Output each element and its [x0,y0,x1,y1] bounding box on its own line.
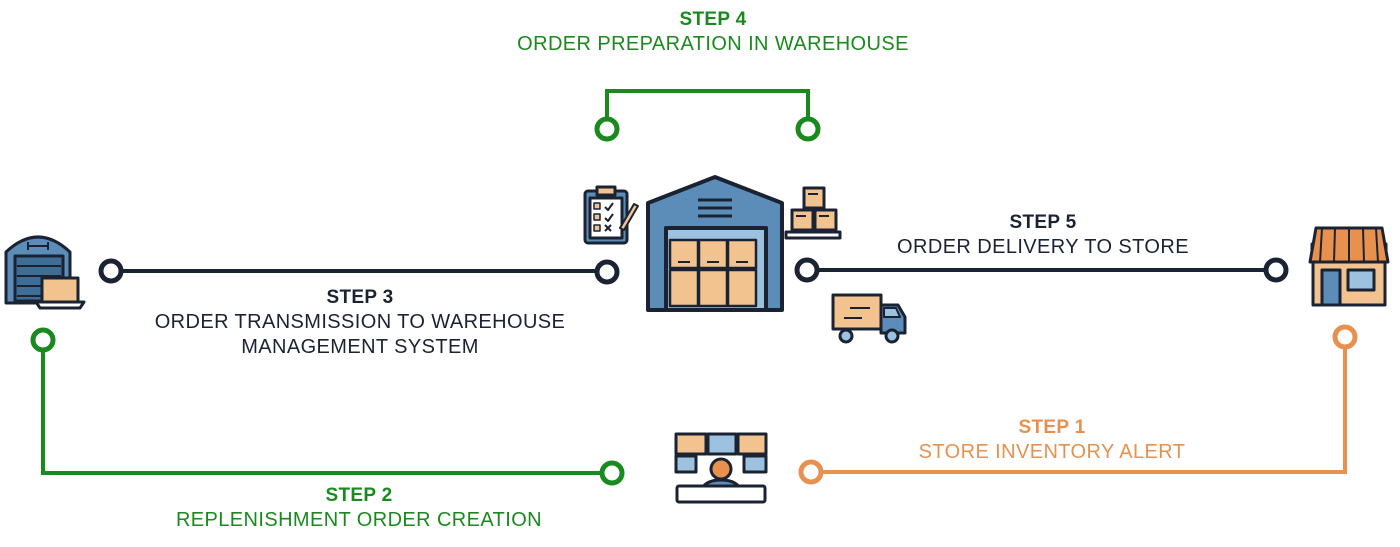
store-icon [1308,226,1390,307]
node-step3-right [594,259,620,285]
step3-label: STEP 3 ORDER TRANSMISSION TO WAREHOUSE M… [110,286,610,360]
step2-description: REPLENISHMENT ORDER CREATION [175,508,543,531]
node-step5-right [1263,257,1289,283]
warehouse-icon [646,175,784,312]
step5-title: STEP 5 [1009,212,1077,233]
connector-step2 [41,340,612,475]
delivery-truck-icon [831,293,907,344]
step1-description: STORE INVENTORY ALERT [918,440,1186,463]
step3-description-line1: ORDER TRANSMISSION TO WAREHOUSE [154,310,566,333]
node-step1-end [798,459,824,485]
node-step4-right [795,116,821,142]
step3-description-line2: MANAGEMENT SYSTEM [241,335,479,358]
step2-label: STEP 2 REPLENISHMENT ORDER CREATION [109,484,609,533]
connector-step1 [811,337,1347,474]
clipboard-checklist-icon [583,185,639,245]
step4-title: STEP 4 [679,9,747,30]
step5-description: ORDER DELIVERY TO STORE [897,235,1189,258]
step4-description: ORDER PREPARATION IN WAREHOUSE [517,32,909,55]
step1-title: STEP 1 [1018,417,1086,438]
node-step2-top [30,327,56,353]
step1-label: STEP 1 STORE INVENTORY ALERT [852,416,1252,465]
step2-title: STEP 2 [325,485,393,506]
step4-label: STEP 4 ORDER PREPARATION IN WAREHOUSE [463,8,963,57]
node-step2-end [599,460,625,486]
step3-title: STEP 3 [326,287,394,308]
operator-monitors-icon [674,432,768,504]
step5-label: STEP 5 ORDER DELIVERY TO STORE [843,211,1243,260]
node-step4-left [594,116,620,142]
connector-step4 [605,89,810,128]
node-step3-left [98,258,124,284]
node-step1-top [1332,324,1358,350]
warehouse-laptop-icon [4,235,86,310]
boxes-on-pallet-icon [784,186,842,240]
node-step5-left [794,257,820,283]
